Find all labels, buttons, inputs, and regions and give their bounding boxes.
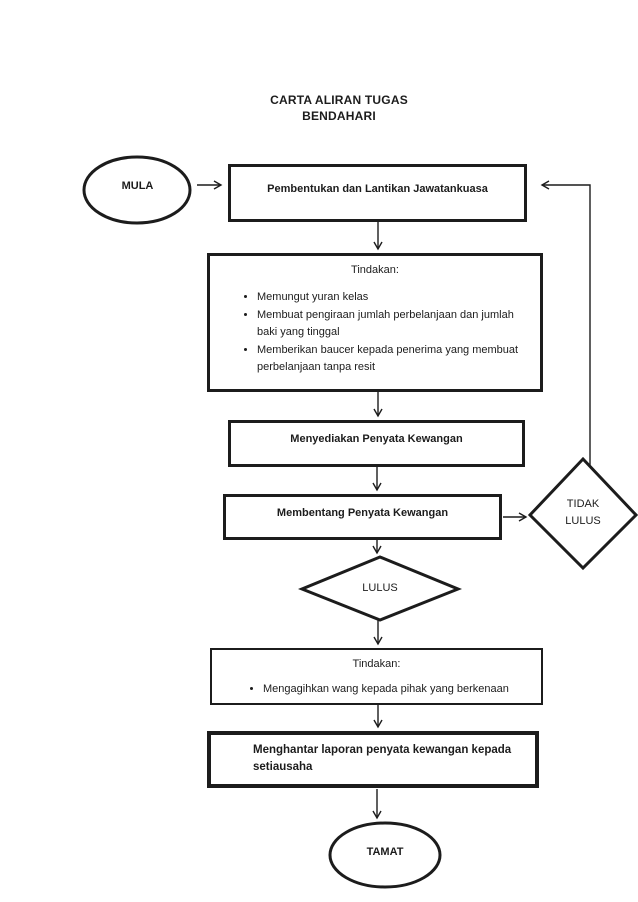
connector-decision-fail-loopback — [540, 180, 591, 465]
node-step4: Menghantar laporan penyata kewangan kepa… — [207, 731, 539, 788]
actions1-bullet-text-1: Memungut yuran kelas — [257, 291, 369, 303]
node-step2: Menyediakan Penyata Kewangan — [228, 420, 525, 467]
node-step1-label: Pembentukan dan Lantikan Jawatankuasa — [267, 182, 488, 195]
node-step2-label: Menyediakan Penyata Kewangan — [290, 433, 463, 445]
end-ellipse — [328, 821, 442, 889]
decision-fail-label: TIDAK LULUS — [565, 498, 601, 527]
node-step3: Membentang Penyata Kewangan — [223, 494, 502, 540]
end-node-label: TAMAT — [366, 846, 404, 858]
start-ellipse — [82, 155, 192, 225]
node-step1: Pembentukan dan Lantikan Jawatankuasa — [228, 164, 527, 222]
start-node-label: MULA — [121, 180, 154, 192]
actions1-bullet-item: Membuat pengiraan jumlah perbelanjaan da… — [257, 307, 529, 342]
actions1-bullet-item: Memberikan baucer kepada penerima yang m… — [257, 342, 529, 377]
actions1-bullet-text-3: Memberikan baucer kepada penerima yang m… — [257, 343, 519, 374]
node-actions1: Tindakan: Memungut yuran kelas Membuat p… — [207, 253, 543, 392]
page-title-line2: BENDAHARI — [302, 109, 376, 123]
actions1-bullet-list: Memungut yuran kelas Membuat pengiraan j… — [210, 289, 540, 377]
actions2-bullet-text-1: Mengagihkan wang kepada pihak yang berke… — [263, 683, 509, 695]
node-step4-label: Menghantar laporan penyata kewangan kepa… — [253, 744, 512, 773]
actions2-bullet-item: Mengagihkan wang kepada pihak yang berke… — [263, 681, 530, 699]
node-step3-label: Membentang Penyata Kewangan — [276, 506, 449, 519]
actions2-bullet-list: Mengagihkan wang kepada pihak yang berke… — [212, 681, 541, 699]
actions1-heading: Tindakan: — [351, 264, 399, 276]
decision-pass-label: LULUS — [362, 582, 398, 594]
node-actions2: Tindakan: Mengagihkan wang kepada pihak … — [210, 648, 543, 705]
actions2-heading: Tindakan: — [352, 658, 401, 670]
actions1-bullet-text-2: Membuat pengiraan jumlah perbelanjaan da… — [257, 308, 514, 339]
decision-fail-diamond — [527, 456, 638, 571]
page-title-line1: CARTA ALIRAN TUGAS — [270, 93, 408, 107]
page-title: CARTA ALIRAN TUGAS BENDAHARI — [40, 92, 638, 124]
actions1-bullet-item: Memungut yuran kelas — [257, 289, 529, 307]
decision-pass-diamond — [297, 555, 463, 622]
